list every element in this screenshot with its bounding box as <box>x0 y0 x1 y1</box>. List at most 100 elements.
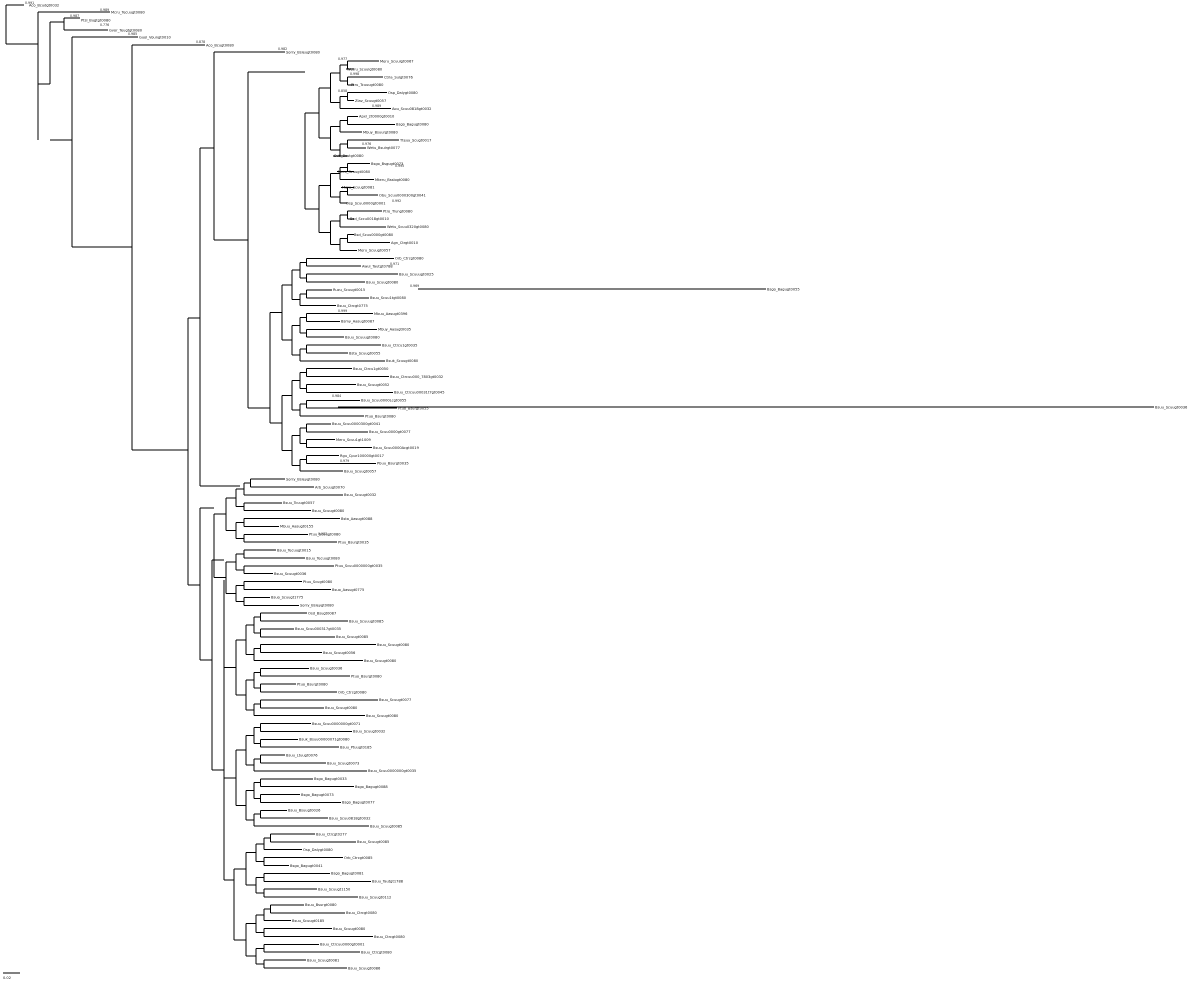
tip-label-49: Bsuu_Ctrcuu00031t7gt0045 <box>394 391 445 395</box>
tip-label-7: Meru_Scuulgt0067 <box>380 59 414 63</box>
bootstrap-label-11: 0.976 <box>362 142 371 146</box>
bootstrap-label-14: 0.971 <box>390 262 399 266</box>
bootstrap-label-7: 0.977 <box>338 57 347 61</box>
tip-label-71: Ptuu_Scuu0000000gt0035 <box>335 564 383 568</box>
bootstrap-label-6: 0.982 <box>278 47 287 51</box>
tip-label-35: Bsuu_Scuugt0080 <box>366 280 399 284</box>
tip-label-81: Bsuu_Scuugt0080 <box>377 643 410 647</box>
tip-label-56: Bsuu_Scuu0000Acgt0019 <box>373 446 420 450</box>
tip-label-1: Mcru_Tecuugt0080 <box>111 10 146 14</box>
tip-label-105: Bsuu_Ctrcgt0277 <box>316 832 347 836</box>
tip-label-45: Bsuk_Scuugt0080 <box>386 359 419 363</box>
tip-label-121: Bsuu_Scuugt0081 <box>307 958 339 962</box>
tip-label-112: Bsuu_Scuugt1150 <box>318 887 351 891</box>
tip-label-59: Bsuu_Scuugt0057 <box>344 470 376 474</box>
tip-label-38: Bsuu_Ctrcgt0775 <box>337 304 368 308</box>
tip-label-22: Mteru_Bsslogt0080 <box>375 178 410 182</box>
long-branch-label-0: Bsgo_Bagugt0055 <box>767 287 800 291</box>
tip-label-69: Bsuu_Tecuugt0015 <box>277 548 311 552</box>
tip-label-3: Gvor_Teugtgt0080 <box>109 28 143 32</box>
tip-label-43: Bsuu_Ctrcu1gt0035 <box>382 343 417 347</box>
bootstrap-label-12: 0.995 <box>395 164 404 168</box>
tip-label-96: Bsuu_Scuugt0073 <box>327 761 359 765</box>
tip-label-90: Bsuu_Scuugt0080 <box>366 714 399 718</box>
tip-label-85: Ptuo_Bsurgt0080 <box>351 675 382 679</box>
tip-label-114: Bsuu_Bsurgt0080 <box>305 903 337 907</box>
tip-label-75: Bsuo_Scuugt1775 <box>271 596 303 600</box>
tip-label-25: Osp_Scuu0000gt0001 <box>346 201 386 205</box>
tip-label-58: Pbuu_Bsurgt0035 <box>377 462 409 466</box>
long-branch-label-1: Bsuu_Scuugt0036 <box>1155 405 1188 409</box>
tip-label-77: Osd_Bsugt0087 <box>308 611 336 615</box>
tip-label-32: Orb_Ctrcgt0080 <box>395 257 424 261</box>
tip-label-101: Bsgo_Bagugt0077 <box>342 801 375 805</box>
tip-label-82: Bsuu_Scuugt0056 <box>323 651 356 655</box>
tip-label-61: Arb_Scuugt0070 <box>315 485 345 489</box>
tip-label-78: Bsuu_Scuuugt0085 <box>349 619 384 623</box>
tip-label-104: Bsuu_Scuugt0085 <box>370 824 402 828</box>
tip-label-122: Bsuu_Scuugt0086 <box>348 966 381 970</box>
tip-label-86: Ptuo_Bsurgt0080 <box>297 682 328 686</box>
bootstrap-label-17: 0.984 <box>332 394 341 398</box>
tip-label-48: Bsuu_Scuugt0052 <box>357 383 389 387</box>
bootstrap-label-0: 0.991 <box>25 1 34 5</box>
tip-label-115: Bsuu_Ctrcgt0080 <box>346 911 378 915</box>
tip-label-93: Bsuk_Bsuu00000071gt0080 <box>299 738 350 742</box>
tip-label-95: Bsuu_Ltuugt0076 <box>286 753 318 757</box>
bootstrap-label-19: 0.983 <box>318 532 327 536</box>
tip-label-66: Mbuu_Aasugt0155 <box>280 525 313 529</box>
tip-label-52: Ptuo_Bsurgt0080 <box>365 414 396 418</box>
tip-label-31: Meru_Scuugt0057 <box>358 249 391 253</box>
tip-label-64: Bsuu_Scuugt0080 <box>312 509 345 513</box>
tree-tip-labels: Aco_Bcudgt0032Mcru_Tecuugt0080Ptsl_Bugtg… <box>29 3 445 970</box>
tip-label-33: Awul_Tautgt0788 <box>362 265 393 269</box>
tip-label-12: Zlav_Scuugt0057 <box>355 99 386 103</box>
tip-label-2: Ptsl_Bugtgt0080 <box>81 18 111 22</box>
bootstrap-label-4: 0.985 <box>128 32 137 36</box>
tip-label-6: Sorry_Bsleugt0080 <box>286 50 321 54</box>
tip-label-26: Ptro_Trungt0080 <box>383 209 413 213</box>
tip-label-67: Ptuu_Scuugt0080 <box>309 533 341 537</box>
tip-label-9: Ctrla_Sulgt0076 <box>384 75 414 79</box>
tip-label-24: Obu_Scuu0000300gt0041 <box>379 194 426 198</box>
tip-label-94: Bsuu_Ptuugt0185 <box>340 746 372 750</box>
tip-label-99: Bsgo_Bagugt0088 <box>355 785 388 789</box>
bootstrap-label-15: 0.969 <box>410 284 419 288</box>
tip-label-27: Bsd_Sccu0018gt0010 <box>350 217 390 221</box>
bootstrap-label-10: 0.989 <box>372 104 381 108</box>
bootstrap-label-5: 0.878 <box>196 40 205 44</box>
tip-label-41: Mbuy_Aasygt0035 <box>378 328 411 332</box>
bootstrap-label-8: 0.998 <box>350 72 359 76</box>
tip-label-118: Bsuu_Ctrcgt0080 <box>374 935 406 939</box>
tip-label-63: Bsuu_Tcuugt0057 <box>283 501 315 505</box>
tip-label-16: Mbuy_Bsuurgt0080 <box>363 130 398 134</box>
tip-label-98: Bsgo_Bagugt0033 <box>314 777 347 781</box>
tip-label-68: Ptuu_Bsurgt0035 <box>338 540 369 544</box>
tip-label-53: Bsuu_Scuu0000300gt0041 <box>332 422 380 426</box>
tip-label-79: Bsuu_Scuu000317gt0035 <box>295 627 341 631</box>
tree-branches <box>5 4 1154 969</box>
tip-label-10: Ptru_Tcuuugt0080 <box>351 83 384 87</box>
tip-label-62: Bsuu_Scuugt0032 <box>344 493 376 497</box>
tip-label-50: Bsuu_Scuu0000Lcgt0055 <box>361 399 406 403</box>
tip-label-103: Bsuu_Scuu0818gt0032 <box>329 816 370 820</box>
tip-label-107: Osp_Dalygt0080 <box>303 848 333 852</box>
tip-label-111: Bsuu_Tautgt1788 <box>372 880 404 884</box>
tip-label-40: Bsmy_Aasugt0087 <box>341 320 374 324</box>
tip-label-110: Bsgo_Bagugt0081 <box>331 872 364 876</box>
bootstrap-label-9: 0.858 <box>338 89 347 93</box>
tip-label-44: Bsta_Scuugt0055 <box>349 351 380 355</box>
scale-bar: 0.02 <box>3 972 20 980</box>
bootstrap-label-13: 0.992 <box>392 199 401 203</box>
tip-label-19: Sub_Bsutgt0080 <box>334 154 364 158</box>
tip-label-76: Sorry_Bsleygt0080 <box>300 604 335 608</box>
tip-label-74: Bsuo_Aasugt0775 <box>332 588 364 592</box>
tip-label-51: Ptuo_Bsurgt0055 <box>398 406 429 410</box>
bootstrap-label-2: 0.987 <box>70 14 79 18</box>
bootstrap-label-18: 0.979 <box>340 459 349 463</box>
scale-bar-label: 0.02 <box>3 976 11 980</box>
tip-label-30: Agn_Ctrgt0010 <box>391 241 419 245</box>
tip-label-100: Bsgo_Bagugt0073 <box>301 793 334 797</box>
tip-label-11: Osp_Dalygt0080 <box>388 91 418 95</box>
tip-label-92: Bsuu_Scuugt0032 <box>353 730 385 734</box>
